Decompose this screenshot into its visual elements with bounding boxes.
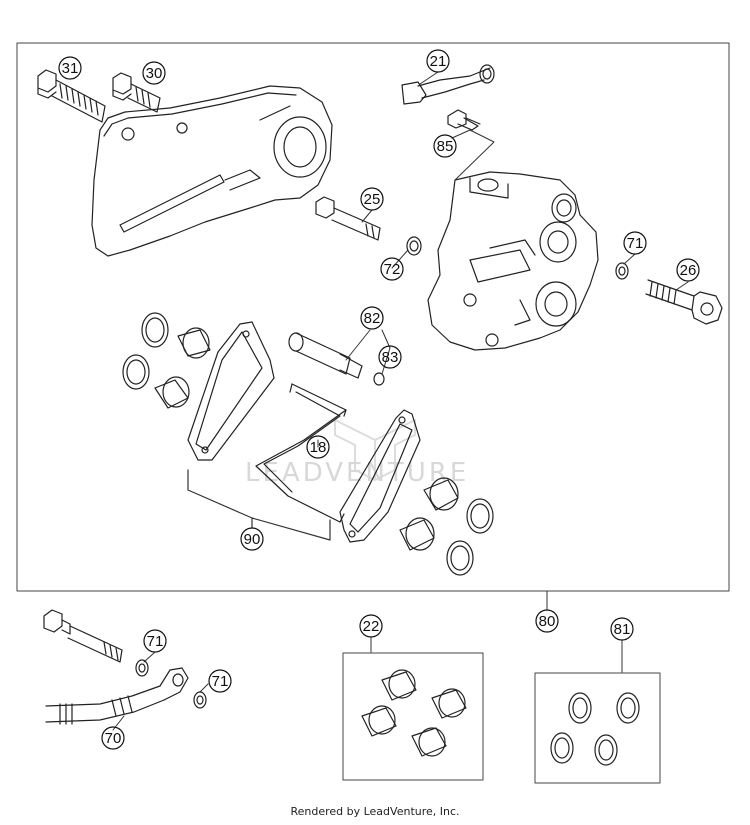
clip-83[interactable] [373, 372, 385, 386]
svg-text:31: 31 [62, 60, 79, 77]
callout-26[interactable]: 26 [676, 258, 700, 282]
piston-seals-left [122, 312, 169, 390]
callout-85[interactable]: 85 [433, 134, 457, 158]
seal-kit-81[interactable] [550, 692, 640, 766]
callout-22[interactable]: 22 [359, 614, 383, 638]
callout-70[interactable]: 70 [101, 726, 125, 750]
svg-text:26: 26 [680, 262, 697, 279]
callout-30[interactable]: 30 [142, 61, 166, 85]
piston-seals-right [446, 498, 494, 576]
svg-text:90: 90 [244, 531, 261, 548]
leader-lines [112, 71, 689, 731]
callout-90[interactable]: 90 [240, 527, 264, 551]
svg-text:25: 25 [364, 191, 381, 208]
callout-71-line[interactable]: 71 [208, 669, 232, 693]
washer-71-caliper-inner [618, 266, 626, 276]
callout-71-banjo[interactable]: 71 [143, 629, 167, 653]
svg-text:21: 21 [430, 53, 447, 70]
callout-81[interactable]: 81 [610, 617, 634, 641]
caliper-bracket [91, 85, 333, 257]
svg-text:18: 18 [310, 439, 327, 456]
brake-pad-left[interactable] [187, 321, 275, 461]
guide-bolt-25[interactable] [315, 196, 381, 241]
callout-21[interactable]: 21 [426, 49, 450, 73]
callout-80[interactable]: 80 [535, 609, 559, 633]
svg-text:83: 83 [382, 349, 399, 366]
svg-text:30: 30 [146, 65, 163, 82]
washer-71-banjo-inner [138, 663, 146, 673]
svg-text:82: 82 [364, 310, 381, 327]
footer-credit: Rendered by LeadVenture, Inc. [290, 805, 460, 818]
washer-71-banjo[interactable] [135, 659, 149, 677]
svg-text:71: 71 [627, 235, 644, 252]
svg-text:85: 85 [437, 138, 454, 155]
callout-31[interactable]: 31 [58, 56, 82, 80]
banjo-bolt[interactable] [43, 609, 123, 663]
pistons-left [154, 327, 211, 409]
bleed-cap-21[interactable] [401, 64, 495, 105]
washer-71-line[interactable] [193, 691, 207, 709]
brake-pad-right[interactable] [339, 409, 421, 543]
pistons-right [399, 477, 459, 551]
callout-18[interactable]: 18 [306, 435, 330, 459]
callout-71-caliper[interactable]: 71 [623, 231, 647, 255]
svg-text:81: 81 [614, 621, 631, 638]
brake-line-70[interactable] [45, 667, 189, 725]
watermark-logo [334, 419, 416, 481]
bleed-screw-85[interactable] [447, 109, 481, 131]
svg-text:80: 80 [539, 613, 556, 630]
svg-text:22: 22 [363, 618, 380, 635]
caliper-housing [427, 171, 599, 351]
pad-pin-82[interactable] [288, 332, 363, 379]
callout-83[interactable]: 83 [378, 345, 402, 369]
svg-text:71: 71 [212, 673, 229, 690]
caliper-assembly-frame [16, 42, 730, 592]
washer-72[interactable] [406, 236, 422, 256]
svg-text:70: 70 [105, 730, 122, 747]
bolt-30[interactable] [112, 72, 161, 113]
bolt-26[interactable] [645, 279, 723, 325]
bolt-31[interactable] [37, 69, 106, 123]
washer-71-line-inner [196, 695, 204, 705]
svg-text:72: 72 [384, 261, 401, 278]
callout-25[interactable]: 25 [360, 187, 384, 211]
callout-72[interactable]: 72 [380, 257, 404, 281]
piston-kit-22-box [342, 652, 484, 781]
washer-71-caliper[interactable] [615, 262, 629, 280]
pad-spring-18[interactable] [255, 383, 347, 523]
piston-kit-22[interactable] [361, 669, 467, 757]
seal-kit-81-box [534, 672, 661, 784]
callout-82[interactable]: 82 [360, 306, 384, 330]
svg-text:71: 71 [147, 633, 164, 650]
washer-72-inner [409, 240, 419, 252]
watermark-text: LEADVENTURE [245, 458, 469, 488]
